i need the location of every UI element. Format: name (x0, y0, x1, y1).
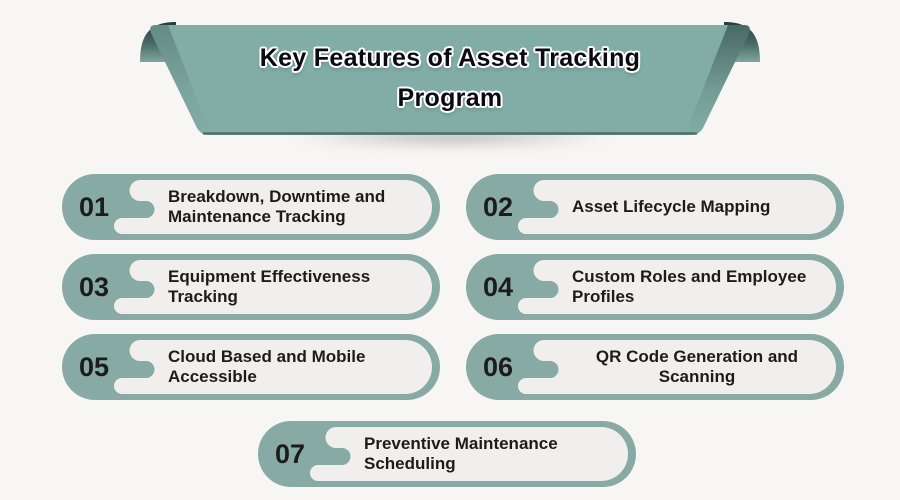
feature-number: 06 (482, 351, 514, 382)
feature-title: Cloud Based and Mobile Accessible (168, 347, 366, 386)
feature-item-01: 01 Breakdown, Downtime and Maintenance T… (62, 174, 440, 240)
feature-title: Breakdown, Downtime and Maintenance Trac… (168, 187, 386, 226)
ribbon-shade-right (685, 25, 750, 135)
title-banner: Key Features of Asset Tracking Program (140, 22, 760, 140)
feature-title: Custom Roles and Employee Profiles (572, 267, 807, 306)
page-title: Key Features of Asset Tracking Program (140, 38, 760, 118)
ribbon-shade-left (150, 25, 211, 135)
ribbon-body (150, 25, 750, 135)
feature-title: Preventive Maintenance Scheduling (364, 434, 558, 473)
feature-number: 05 (78, 351, 110, 382)
feature-item-03: 03 Equipment Effectiveness Tracking (62, 254, 440, 320)
page-title-line2: Program (397, 84, 503, 112)
feature-item-02: 02 Asset Lifecycle Mapping (466, 174, 844, 240)
feature-title: Equipment Effectiveness Tracking (168, 267, 371, 306)
feature-item-06: 06 QR Code Generation and Scanning (466, 334, 844, 400)
feature-number: 02 (482, 191, 514, 222)
feature-title: QR Code Generation and Scanning (595, 347, 799, 386)
feature-number: 01 (78, 191, 110, 222)
banner-ribbon-graphic (140, 22, 760, 135)
feature-item-04: 04 Custom Roles and Employee Profiles (466, 254, 844, 320)
feature-item-07: 07 Preventive Maintenance Scheduling (258, 421, 636, 487)
feature-number: 07 (274, 438, 306, 469)
feature-number: 03 (78, 271, 110, 302)
page-title-line1: Key Features of Asset Tracking (259, 44, 641, 72)
feature-number: 04 (482, 271, 514, 302)
feature-title: Asset Lifecycle Mapping (572, 197, 771, 216)
feature-item-05: 05 Cloud Based and Mobile Accessible (62, 334, 440, 400)
